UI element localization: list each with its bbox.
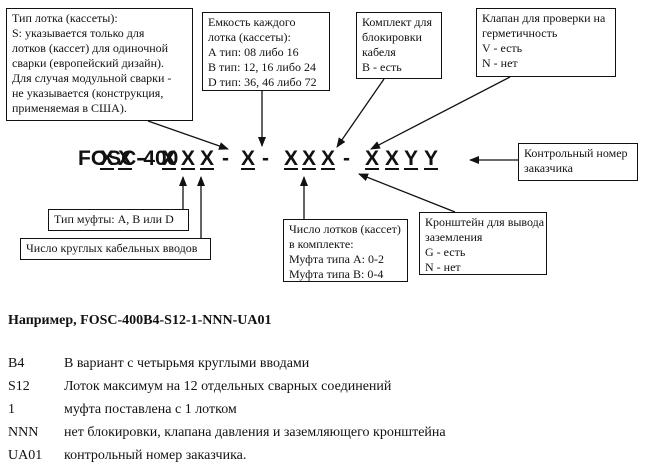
note-line: А тип: 08 либо 16 xyxy=(208,45,299,59)
note-line: применяемая в США). xyxy=(12,101,127,115)
code-position: X xyxy=(302,147,317,170)
note-line: Муфта типа А: 0-2 xyxy=(289,252,384,266)
code-position: X xyxy=(365,147,380,170)
tray-type-note: Тип лотка (кассеты):S: указывается тольк… xyxy=(6,8,193,121)
example-code: 1 xyxy=(8,402,15,417)
note-line: Клапан для проверки на xyxy=(482,11,606,25)
note-line: Комплект для xyxy=(362,15,433,29)
product-code-prefix: FOSC-400 xyxy=(78,147,179,170)
note-line: лотков (кассет) для одиночной xyxy=(12,41,169,55)
cable-inputs-note: Число круглых кабельных вводов xyxy=(20,238,211,260)
note-line: в комплекте: xyxy=(289,237,354,251)
note-line: G - есть xyxy=(425,245,466,259)
example-code: B4 xyxy=(8,356,25,371)
note-line: герметичность xyxy=(482,26,558,40)
note-line: S: указывается только для xyxy=(12,26,145,40)
example-description: В вариант с четырьмя круглыми вводами xyxy=(64,356,310,371)
code-position: Y xyxy=(424,147,439,170)
code-position: X xyxy=(385,147,400,170)
note-line: N - нет xyxy=(425,260,461,274)
note-line: Число круглых кабельных вводов xyxy=(26,241,198,255)
code-position: X xyxy=(321,147,336,170)
note-line: Контрольный номер xyxy=(524,146,628,160)
note-line: сварки (европейский дизайн). xyxy=(12,56,165,70)
code-position: X xyxy=(181,147,196,170)
note-line: блокировки xyxy=(362,30,422,44)
code-position: X xyxy=(284,147,299,170)
example-code: UA01 xyxy=(8,448,43,463)
code-position: X xyxy=(162,147,177,170)
note-line: лотка (кассеты): xyxy=(208,30,291,44)
arrow-lock-kit xyxy=(336,78,385,148)
note-line: V - есть xyxy=(482,41,523,55)
note-line: Тип муфты: А, B или D xyxy=(54,212,174,226)
code-separator: - xyxy=(343,147,350,170)
note-line: Число лотков (кассет) xyxy=(289,222,401,236)
example-description: контрольный номер заказчика. xyxy=(64,448,247,463)
code-position: X xyxy=(241,147,256,170)
arrow-valve xyxy=(370,76,511,150)
note-line: N - нет xyxy=(482,56,518,70)
note-line: B - есть xyxy=(362,60,402,74)
note-line: Кронштейн для вывода xyxy=(425,215,545,229)
example-code: NNN xyxy=(8,425,39,440)
code-separator: - xyxy=(222,147,229,170)
sleeve-type-note: Тип муфты: А, B или D xyxy=(48,209,189,231)
note-line: Тип лотка (кассеты): xyxy=(12,11,118,25)
note-line: Муфта типа B: 0-4 xyxy=(289,267,384,281)
code-separator: - xyxy=(262,147,269,170)
code-position: Y xyxy=(404,147,419,170)
code-position: X xyxy=(118,147,133,170)
note-line: заказчика xyxy=(524,161,573,175)
example-code: S12 xyxy=(8,379,30,394)
note-line: заземления xyxy=(425,230,483,244)
tray-count-note: Число лотков (кассет)в комплекте:Муфта т… xyxy=(283,219,408,282)
note-line: B тип: 12, 16 либо 24 xyxy=(208,60,316,74)
example-description: муфта поставлена с 1 лотком xyxy=(64,402,237,417)
note-line: Для случая модульной сварки - xyxy=(12,71,172,85)
note-line: не указывается (конструкция, xyxy=(12,86,164,100)
example-description: Лоток максимум на 12 отдельных сварных с… xyxy=(64,379,392,394)
code-position: X xyxy=(200,147,215,170)
arrow-grounding xyxy=(358,173,456,213)
arrow-tray-type xyxy=(147,120,229,150)
code-position: X xyxy=(100,147,115,170)
note-line: D тип: 36, 46 либо 72 xyxy=(208,75,317,89)
example-description: нет блокировки, клапана давления и зазем… xyxy=(64,425,446,440)
note-line: Емкость каждого xyxy=(208,15,296,29)
example-title: Например, FOSC-400B4-S12-1-NNN-UA01 xyxy=(8,313,272,328)
code-separator: - xyxy=(140,147,147,170)
note-line: кабеля xyxy=(362,45,396,59)
